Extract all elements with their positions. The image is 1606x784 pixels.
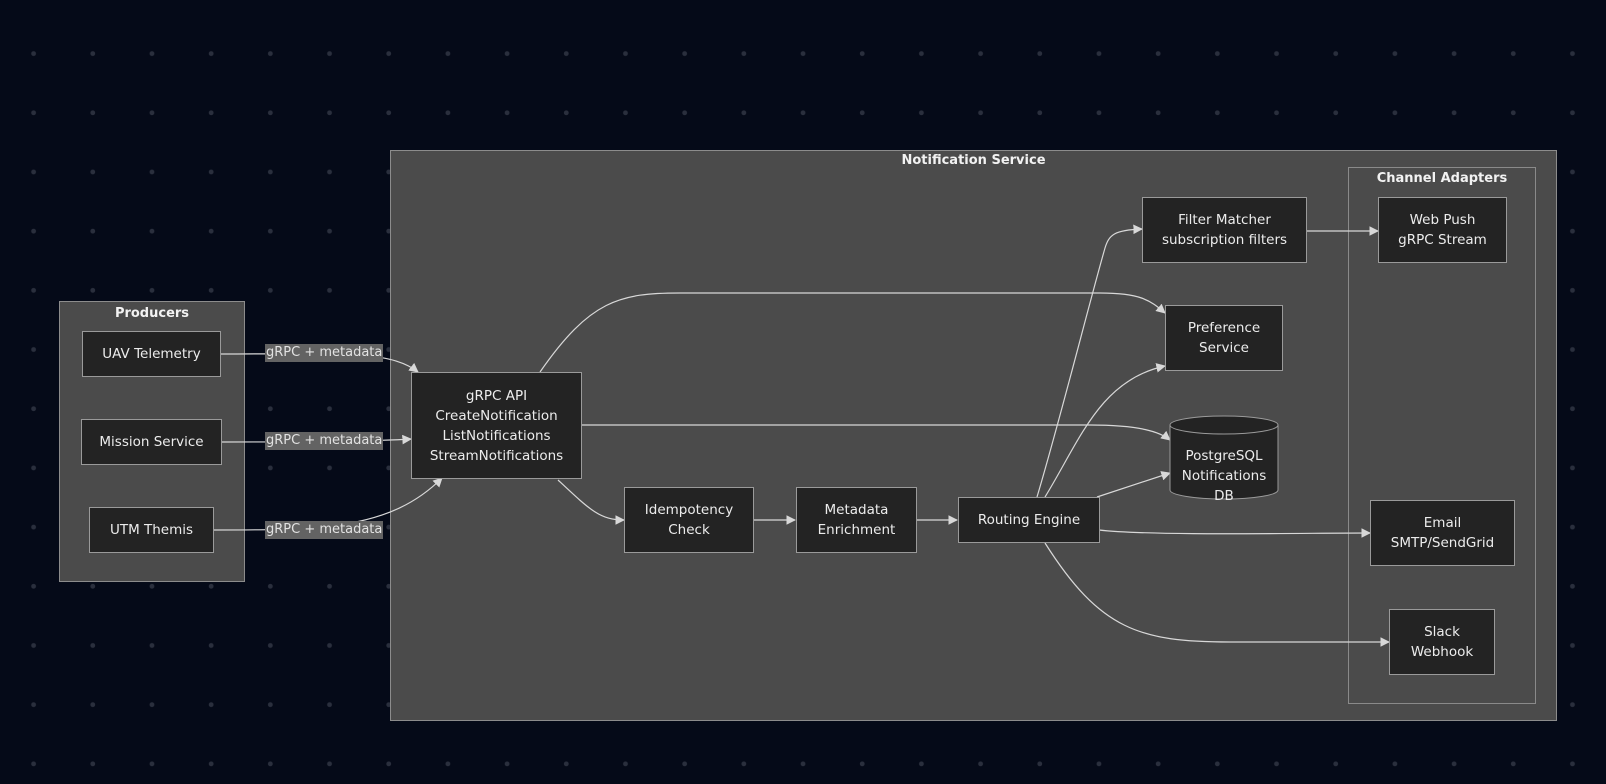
edge-api-to-preference — [539, 292, 1166, 373]
notification-service-cluster: Notification Service — [390, 150, 1557, 721]
mission-service-node[interactable]: Mission Service — [81, 419, 222, 465]
email-label: Email SMTP/SendGrid — [1390, 515, 1495, 551]
channel-adapters-cluster: Channel Adapters — [1348, 167, 1536, 704]
mission-service-label: Mission Service — [99, 434, 204, 450]
postgresql-label: PostgreSQL Notifications DB — [1181, 448, 1267, 504]
postgresql-cylinder — [1169, 415, 1279, 500]
edge-api-to-postgres — [582, 424, 1171, 441]
filter-matcher-node[interactable]: Filter Matcher subscription filters — [1142, 197, 1307, 263]
routing-engine-label: Routing Engine — [977, 512, 1081, 528]
preference-service-label: Preference Service — [1187, 320, 1261, 356]
edge-routing-to-slack — [1044, 542, 1390, 647]
web-push-node[interactable]: Web Push gRPC Stream — [1378, 197, 1507, 263]
edge-label-uav: gRPC + metadata — [265, 344, 384, 362]
producers-title: Producers — [114, 306, 190, 321]
uav-telemetry-node[interactable]: UAV Telemetry — [82, 331, 221, 377]
utm-themis-label: UTM Themis — [109, 522, 194, 538]
edge-routing-to-postgres — [1096, 471, 1171, 498]
slack-node[interactable]: Slack Webhook — [1389, 609, 1495, 675]
filter-matcher-label: Filter Matcher subscription filters — [1161, 212, 1288, 248]
web-push-label: Web Push gRPC Stream — [1398, 212, 1487, 248]
edge-api-to-idempotency — [557, 479, 625, 525]
edge-label-mission: gRPC + metadata — [265, 432, 384, 450]
idempotency-check-node[interactable]: Idempotency Check — [624, 487, 754, 553]
slack-label: Slack Webhook — [1410, 624, 1474, 660]
grpc-api-label: gRPC API CreateNotification ListNotifica… — [429, 387, 564, 464]
edge-routing-to-email — [1098, 528, 1371, 538]
metadata-enrichment-label: Metadata Enrichment — [817, 502, 896, 538]
notification-service-title: Notification Service — [901, 153, 1046, 168]
idempotency-check-label: Idempotency Check — [644, 502, 734, 538]
edge-routing-to-filter — [1036, 224, 1143, 498]
email-node[interactable]: Email SMTP/SendGrid — [1370, 500, 1515, 566]
metadata-enrichment-node[interactable]: Metadata Enrichment — [796, 487, 917, 553]
edge-routing-to-preference — [1044, 363, 1166, 498]
preference-service-node[interactable]: Preference Service — [1165, 305, 1283, 371]
uav-telemetry-label: UAV Telemetry — [102, 346, 201, 362]
grpc-api-node[interactable]: gRPC API CreateNotification ListNotifica… — [411, 372, 582, 479]
channel-adapters-title: Channel Adapters — [1376, 171, 1508, 186]
utm-themis-node[interactable]: UTM Themis — [89, 507, 214, 553]
routing-engine-node[interactable]: Routing Engine — [958, 497, 1100, 543]
edge-label-utm: gRPC + metadata — [265, 521, 384, 539]
